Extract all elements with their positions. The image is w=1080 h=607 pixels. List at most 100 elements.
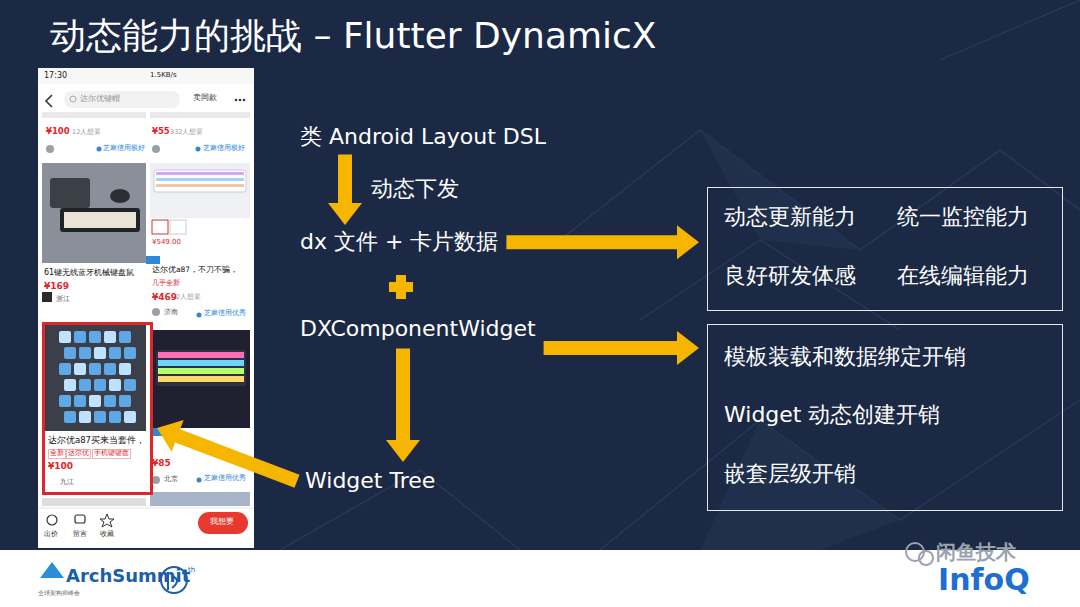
keycap: [89, 331, 101, 343]
keycap: [64, 379, 76, 391]
label-text: 17:30: [44, 71, 67, 80]
label-text: 芝麻信用优秀: [204, 475, 246, 482]
label-text: 全球架构师峰会: [38, 590, 80, 597]
keycap: [74, 363, 86, 375]
box-text: 手机键键盘: [92, 449, 131, 459]
node-text: dx 文件 + 卡片数据: [300, 229, 498, 255]
node-text: 类 Android Layout DSL: [300, 124, 546, 150]
flow-arrow: [506, 225, 699, 259]
label-text: 出价: [44, 530, 58, 538]
arrow-shape: [328, 154, 362, 225]
keycap: [59, 331, 71, 343]
flow-text: Widget Tree: [305, 468, 435, 494]
label-text: ¥85: [152, 458, 171, 468]
label-text: 1.5KB/s: [150, 71, 177, 79]
keycap: [104, 331, 116, 343]
keycap: [79, 379, 91, 391]
box-text: ¥100: [48, 461, 73, 472]
box-text: 嵌套层级开销: [724, 461, 856, 487]
label-text: 留言: [73, 530, 87, 538]
node-text: DXComponentWidget: [300, 316, 536, 342]
edge-label: 动态下发: [371, 176, 459, 202]
keycap: [94, 379, 106, 391]
keycap: [59, 363, 71, 375]
keycap: [124, 379, 136, 391]
flow-arrow: [328, 154, 362, 225]
box-text: 达尔优a87买来当套件，: [48, 435, 145, 445]
flow-text: 类 Android Layout DSL: [300, 124, 546, 150]
keycap: [74, 395, 86, 407]
label-text: 北京: [164, 475, 178, 483]
arrow-shape: [386, 348, 420, 462]
keycap: [74, 331, 86, 343]
label-text: 我想要: [210, 517, 234, 526]
label-text: 达尔优键帽: [80, 94, 120, 103]
box-text: 良好研发体感: [724, 263, 856, 289]
box-text: 模板装载和数据绑定开销: [724, 344, 966, 370]
box-text: 统一监控能力: [897, 204, 1029, 230]
keycap: [79, 347, 91, 359]
label-text: 浙江: [56, 295, 70, 303]
label-text: 闲鱼技术: [936, 541, 1016, 564]
label-text: 12人想要: [72, 129, 101, 136]
flow-text: dx 文件 + 卡片数据: [300, 229, 498, 255]
label-text: 达尔优a87，不刀不骗，: [152, 266, 238, 275]
arrow-shape: [544, 331, 699, 365]
cost-box: 模板装载和数据绑定开销 Widget 动态创建开销嵌套层级开销: [707, 324, 1063, 511]
keycap: [94, 347, 106, 359]
keycap: [89, 363, 101, 375]
label-text: ¥100: [46, 127, 70, 137]
label-text: 芝麻信用极好: [103, 145, 145, 152]
keycap: [119, 331, 131, 343]
flow-arrow: [544, 331, 699, 365]
label-text: ¥55: [152, 127, 170, 137]
keycap: [79, 411, 91, 423]
keycap: [124, 411, 136, 423]
slide-title: 动态能力的挑战 – Flutter DynamicX: [50, 14, 656, 57]
highlighted-card: 达尔优a87买来当套件， 全新达尔优手机键键盘 ¥100 九江: [42, 322, 153, 495]
box-text: 九江: [60, 478, 74, 486]
keycap: [124, 347, 136, 359]
keycap: [64, 411, 76, 423]
label-text: InfoQ: [938, 563, 1030, 598]
keycap: [109, 347, 121, 359]
label-text: ¥549.00: [152, 238, 181, 246]
label-text: 济南: [164, 308, 178, 316]
flow-text: DXComponentWidget: [300, 316, 536, 342]
label-text: 芝麻信用极好: [203, 145, 245, 152]
arrow-shape: [506, 225, 699, 259]
label-text: 收藏: [100, 530, 114, 538]
box-text: 全新: [48, 449, 66, 459]
flow-arrow: [386, 348, 420, 462]
box-text: 在线编辑能力: [897, 263, 1029, 289]
label-text: 61键无线蓝牙机械键盘鼠: [44, 268, 134, 277]
keycap: [109, 411, 121, 423]
keycap: [64, 347, 76, 359]
keycap: [109, 379, 121, 391]
node-text: Widget Tree: [305, 468, 435, 494]
label-text: ¥169: [44, 281, 69, 291]
keycap: [59, 395, 71, 407]
label-text: 几乎全新: [152, 279, 180, 287]
keycap: [104, 363, 116, 375]
keycap: [104, 395, 116, 407]
label-text: ¥469: [152, 292, 177, 302]
flow-arrow: [157, 420, 300, 488]
arrow-shape: [157, 420, 300, 488]
photo-ground: [45, 325, 146, 431]
box-text: 达尔优: [66, 449, 91, 459]
box-text: Widget 动态创建开销: [724, 402, 940, 428]
keycap: [119, 363, 131, 375]
keycap: [89, 395, 101, 407]
label-text: 卖同款: [193, 93, 217, 102]
benefit-box: 动态更新能力 统一监控能力良好研发体感 在线编辑能力: [707, 187, 1063, 311]
keycap: [119, 395, 131, 407]
box-text: 动态更新能力: [724, 204, 856, 230]
label-text: th: [188, 566, 195, 574]
label-text: ArchSummit: [66, 566, 190, 587]
keycap: [94, 411, 106, 423]
label-text: 2人想要: [176, 294, 201, 301]
